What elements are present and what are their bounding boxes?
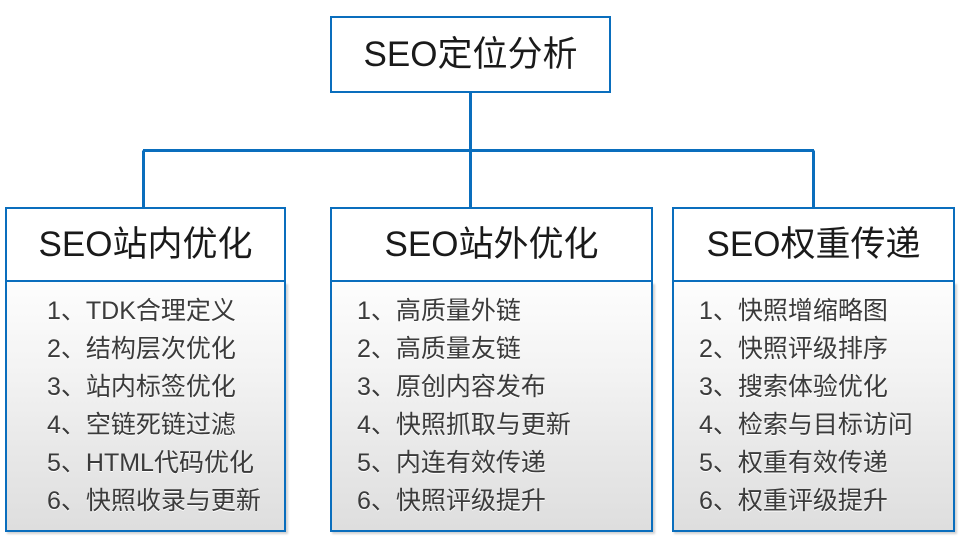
- branch-item-list-2: 1、高质量外链 2、高质量友链 3、原创内容发布 4、快照抓取与更新 5、内连有…: [332, 292, 651, 520]
- branch-body-2: 1、高质量外链 2、高质量友链 3、原创内容发布 4、快照抓取与更新 5、内连有…: [330, 282, 653, 532]
- list-item: 4、快照抓取与更新: [357, 411, 571, 439]
- branch-column-on-site: SEO站内优化 1、TDK合理定义 2、结构层次优化 3、站内标签优化 4、空链…: [5, 207, 286, 532]
- branch-item-list-1: 1、TDK合理定义 2、结构层次优化 3、站内标签优化 4、空链死链过滤 5、H…: [7, 292, 284, 520]
- root-node-label: SEO定位分析: [363, 35, 578, 74]
- list-item: 4、检索与目标访问: [699, 411, 913, 439]
- list-item: 1、TDK合理定义: [47, 297, 236, 325]
- list-item: 2、高质量友链: [357, 335, 521, 363]
- list-item: 2、快照评级排序: [699, 335, 888, 363]
- list-item: 1、快照增缩略图: [699, 297, 888, 325]
- branch-heading-box-2[interactable]: SEO站外优化: [330, 207, 653, 282]
- list-item: 6、快照评级提升: [357, 487, 546, 515]
- branch-heading-label-2: SEO站外优化: [384, 225, 599, 264]
- list-item: 6、权重评级提升: [699, 487, 888, 515]
- branch-heading-label-1: SEO站内优化: [38, 225, 253, 264]
- branch-body-3: 1、快照增缩略图 2、快照评级排序 3、搜索体验优化 4、检索与目标访问 5、权…: [672, 282, 955, 532]
- list-item: 6、快照收录与更新: [47, 487, 261, 515]
- list-item: 5、内连有效传递: [357, 449, 546, 477]
- list-item: 4、空链死链过滤: [47, 411, 236, 439]
- branch-column-weight-transfer: SEO权重传递 1、快照增缩略图 2、快照评级排序 3、搜索体验优化 4、检索与…: [672, 207, 955, 532]
- list-item: 1、高质量外链: [357, 297, 521, 325]
- list-item: 3、原创内容发布: [357, 373, 546, 401]
- list-item: 3、搜索体验优化: [699, 373, 888, 401]
- branch-item-list-3: 1、快照增缩略图 2、快照评级排序 3、搜索体验优化 4、检索与目标访问 5、权…: [674, 292, 953, 520]
- branch-body-1: 1、TDK合理定义 2、结构层次优化 3、站内标签优化 4、空链死链过滤 5、H…: [5, 282, 286, 532]
- list-item: 5、权重有效传递: [699, 449, 888, 477]
- list-item: 5、HTML代码优化: [47, 449, 254, 477]
- branch-column-off-site: SEO站外优化 1、高质量外链 2、高质量友链 3、原创内容发布 4、快照抓取与…: [330, 207, 653, 532]
- branch-heading-box-3[interactable]: SEO权重传递: [672, 207, 955, 282]
- branch-heading-label-3: SEO权重传递: [706, 225, 921, 264]
- branch-heading-box-1[interactable]: SEO站内优化: [5, 207, 286, 282]
- root-node[interactable]: SEO定位分析: [330, 16, 611, 93]
- list-item: 3、站内标签优化: [47, 373, 236, 401]
- list-item: 2、结构层次优化: [47, 335, 236, 363]
